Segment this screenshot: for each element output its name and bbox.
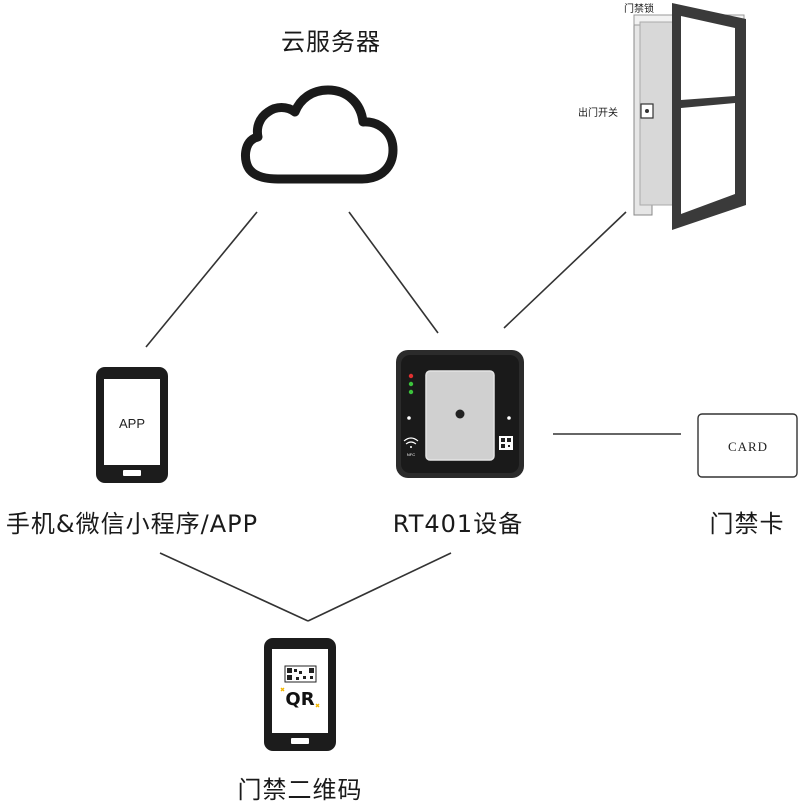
qr-text: QR <box>285 689 314 710</box>
line-phone-qr <box>159 552 309 622</box>
cloud-icon <box>241 85 398 184</box>
cloud-label: 云服务器 <box>281 28 381 56</box>
device-small-text: NFC <box>407 452 415 457</box>
phone-screen-text: APP <box>119 416 145 431</box>
line-cloud-device <box>348 211 439 334</box>
card-icon <box>697 413 798 478</box>
phone-icon <box>96 367 168 483</box>
phone-label: 手机&微信小程序/APP <box>5 510 259 538</box>
card-reader-icon <box>396 350 524 478</box>
card-text: CARD <box>728 439 768 454</box>
line-door-device <box>503 211 627 329</box>
card-label: 门禁卡 <box>709 510 785 538</box>
line-device-qr <box>307 552 452 622</box>
line-cloud-phone <box>145 211 258 348</box>
qr-phone-icon <box>264 638 336 751</box>
qrcode-label: 门禁二维码 <box>237 776 363 804</box>
connector-lines <box>145 211 681 622</box>
door-icon <box>633 3 746 230</box>
door-lock-label: 门禁锁 <box>624 4 654 15</box>
exit-switch-label: 出门开关 <box>578 108 618 119</box>
device-label: RT401设备 <box>392 510 524 538</box>
